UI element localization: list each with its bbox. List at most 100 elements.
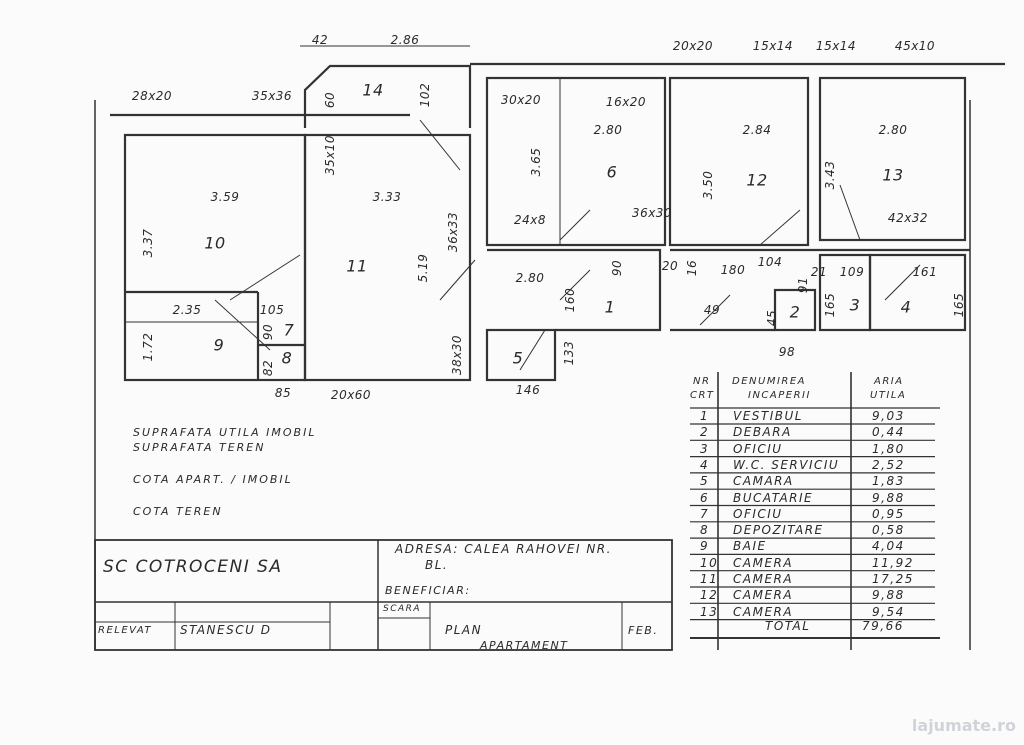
row-name: W.C. SERVICIU bbox=[733, 457, 840, 472]
relevat-name: STANESCU D bbox=[180, 623, 272, 637]
dimension-label: 3.33 bbox=[372, 190, 402, 204]
row-nr: 9 bbox=[700, 539, 710, 554]
date: FEB. bbox=[628, 624, 659, 637]
dimension-label: 3.37 bbox=[141, 228, 155, 258]
row-nr: 6 bbox=[700, 490, 710, 505]
beneficiar: BENEFICIAR: bbox=[385, 584, 471, 597]
dimension-label: 109 bbox=[839, 265, 865, 279]
row-area: 11,92 bbox=[872, 555, 914, 570]
dimension-label: 35x36 bbox=[251, 89, 293, 103]
room-number: 12 bbox=[746, 170, 768, 190]
dimension-label: 20x20 bbox=[672, 39, 714, 53]
dimension-label: 102 bbox=[418, 82, 432, 108]
room-number: 11 bbox=[346, 256, 368, 276]
dimension-label: 45 bbox=[765, 309, 779, 327]
room-number: 9 bbox=[213, 335, 225, 355]
dimension-label: 98 bbox=[778, 345, 796, 359]
dimension-label: 165 bbox=[952, 292, 966, 318]
dimension-label: 1.72 bbox=[141, 332, 155, 362]
row-area: 0,44 bbox=[872, 425, 905, 440]
dimension-label: 20 bbox=[661, 259, 679, 273]
note-cota-apart: COTA APART. / IMOBIL bbox=[133, 473, 293, 486]
note-cota-teren: COTA TEREN bbox=[133, 505, 223, 518]
row-nr: 5 bbox=[700, 474, 710, 489]
room-number: 14 bbox=[362, 80, 384, 100]
dimension-label: 49 bbox=[703, 303, 721, 317]
dimension-label: 85 bbox=[274, 386, 292, 400]
dimension-label: 28x20 bbox=[131, 89, 173, 103]
room-number: 10 bbox=[204, 233, 226, 253]
dimension-label: 30x20 bbox=[500, 93, 542, 107]
dimension-label: 45x10 bbox=[894, 39, 936, 53]
dimension-label: 36x30 bbox=[631, 206, 673, 220]
row-nr: 13 bbox=[700, 604, 719, 619]
row-area: 9,88 bbox=[872, 490, 905, 505]
dimension-label: 20x60 bbox=[330, 388, 372, 402]
room-number: 2 bbox=[789, 302, 801, 322]
dimension-label: 42 bbox=[311, 33, 329, 47]
row-nr: 10 bbox=[700, 555, 719, 570]
dimension-label: 180 bbox=[720, 263, 746, 277]
dimension-label: 2.80 bbox=[593, 123, 623, 137]
dimension-label: 133 bbox=[562, 340, 576, 366]
row-name: CAMERA bbox=[733, 604, 794, 619]
row-name: BAIE bbox=[733, 539, 767, 554]
room-number: 8 bbox=[281, 348, 293, 368]
row-area: 9,54 bbox=[872, 604, 905, 619]
room-number: 3 bbox=[849, 295, 861, 315]
header-nr: NR bbox=[693, 376, 711, 387]
room-number: 5 bbox=[512, 348, 524, 368]
room-number: 6 bbox=[606, 162, 618, 182]
row-nr: 12 bbox=[700, 588, 719, 603]
row-area: 9,88 bbox=[872, 588, 905, 603]
dimension-label: 2.35 bbox=[172, 303, 202, 317]
row-name: CAMARA bbox=[733, 474, 794, 489]
row-name: VESTIBUL bbox=[733, 409, 803, 423]
dimension-label: 91 bbox=[796, 276, 810, 294]
company-name: SC COTROCENI SA bbox=[103, 557, 283, 577]
dimension-label: 90 bbox=[261, 323, 275, 341]
header-crt: CRT bbox=[690, 390, 715, 401]
row-nr: 3 bbox=[700, 441, 710, 456]
row-name: CAMERA bbox=[733, 572, 794, 586]
room-number: 13 bbox=[882, 165, 904, 185]
dimension-label: 5.19 bbox=[416, 253, 430, 283]
note-suprafata-utila: SUPRAFATA UTILA IMOBIL bbox=[133, 426, 317, 439]
dimension-label: 35x10 bbox=[323, 134, 337, 176]
row-name: OFICIU bbox=[733, 506, 783, 521]
row-nr: 2 bbox=[700, 425, 710, 440]
dimension-label: 3.43 bbox=[823, 160, 837, 190]
row-area: 0,95 bbox=[872, 506, 905, 521]
plan-subtitle: APARTAMENT bbox=[480, 639, 569, 652]
total-value: 79,66 bbox=[862, 619, 904, 633]
watermark: lajumate.ro bbox=[911, 716, 1016, 735]
row-area: 1,83 bbox=[872, 474, 905, 489]
header-area-2: UTILA bbox=[870, 390, 907, 401]
row-area: 2,52 bbox=[872, 457, 905, 472]
row-nr: 7 bbox=[700, 506, 710, 521]
row-area: 9,03 bbox=[872, 409, 905, 423]
dimension-label: 146 bbox=[515, 383, 541, 397]
dimension-label: 3.65 bbox=[529, 147, 543, 177]
row-name: CAMERA bbox=[733, 588, 794, 603]
row-name: OFICIU bbox=[733, 441, 783, 456]
dimension-label: 2.84 bbox=[742, 123, 772, 137]
dimension-label: 160 bbox=[563, 287, 577, 313]
dimension-label: 2.86 bbox=[390, 33, 420, 47]
dimension-label: 36x33 bbox=[446, 211, 460, 253]
dimension-label: 2.80 bbox=[878, 123, 908, 137]
dimension-label: 15x14 bbox=[752, 39, 794, 53]
row-area: 0,58 bbox=[872, 523, 905, 538]
dimension-label: 90 bbox=[610, 259, 624, 277]
header-name-2: INCAPERII bbox=[748, 390, 811, 401]
dimension-label: 16 bbox=[685, 259, 699, 277]
scara-label: SCARA bbox=[383, 604, 422, 614]
row-nr: 4 bbox=[700, 457, 710, 472]
total-label: TOTAL bbox=[765, 619, 811, 633]
row-nr: 1 bbox=[700, 409, 710, 423]
relevat-label: RELEVAT bbox=[98, 625, 153, 636]
dimension-label: 60 bbox=[323, 91, 337, 109]
dimension-label: 3.50 bbox=[701, 170, 715, 200]
